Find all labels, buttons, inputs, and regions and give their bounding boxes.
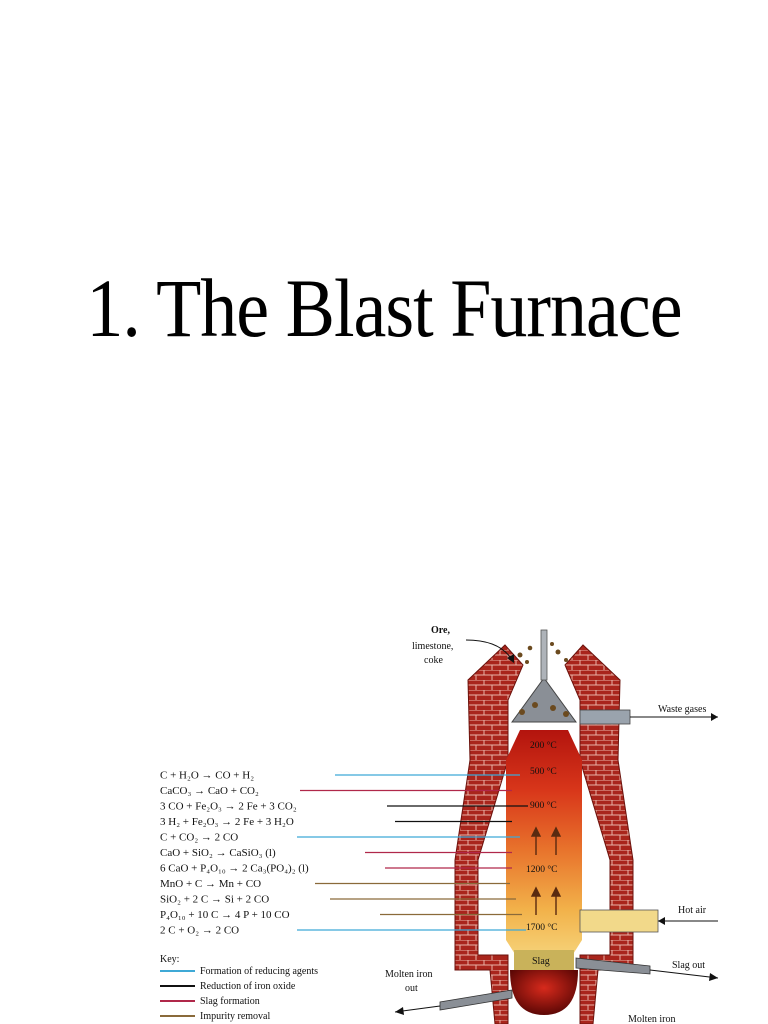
ore-particles xyxy=(517,642,569,717)
temp-1700: 1700 °C xyxy=(526,922,558,933)
temp-900: 900 °C xyxy=(530,800,557,811)
brick-wall-left xyxy=(454,644,524,1024)
temp-500: 500 °C xyxy=(530,766,557,777)
hot-air-label: Hot air xyxy=(678,905,707,916)
slag-layer xyxy=(514,950,574,970)
reaction-equation: 6 CaO + P₄O₁₀ → 2 Ca₃(PO₄)₂ (l) xyxy=(160,863,309,875)
reaction-equation: MnO + C → Mn + CO xyxy=(160,878,261,890)
key-item-label: Impurity removal xyxy=(200,1011,270,1022)
furnace-interior xyxy=(506,730,582,970)
reaction-equation: P₄O₁₀ + 10 C → 4 P + 10 CO xyxy=(160,909,290,921)
ore-label: Ore, xyxy=(431,625,450,636)
key-item-label: Formation of reducing agents xyxy=(200,966,318,977)
temp-1200: 1200 °C xyxy=(526,864,558,875)
slag-out-pipe xyxy=(575,957,651,975)
hot-air-pipe xyxy=(579,909,659,933)
key-title: Key: xyxy=(160,954,179,965)
key-item-label: Reduction of iron oxide xyxy=(200,981,296,992)
molten-iron-out-label: Molten iron xyxy=(385,969,433,980)
key-item-label: Slag formation xyxy=(200,996,260,1007)
slag-label: Slag xyxy=(532,956,550,967)
rising-gas-arrows xyxy=(530,826,562,915)
reaction-list: C + H₂O → CO + H₂ CaCO₃ → CaO + CO₂ 3 CO +… xyxy=(160,770,528,937)
waste-gas-pipe xyxy=(579,709,631,725)
iron-out-pipe xyxy=(439,989,513,1011)
temp-200: 200 °C xyxy=(530,740,557,751)
limestone-label: limestone, xyxy=(412,641,453,652)
molten-iron-out-label-2: out xyxy=(405,983,418,994)
reaction-equation: 3 H₂ + Fe₂O₃ → 2 Fe + 3 H₂O xyxy=(160,816,294,828)
molten-iron-label: Molten iron xyxy=(628,1014,676,1024)
reaction-equation: 3 CO + Fe₂O₃ → 2 Fe + 3 CO₂ xyxy=(160,801,297,813)
coke-label: coke xyxy=(424,655,443,666)
slide-title: 1. The Blast Furnace xyxy=(86,263,682,355)
reaction-equation: SiO₂ + 2 C → Si + 2 CO xyxy=(160,894,269,906)
reaction-equation: CaO + SiO₂ → CaSiO₃ (l) xyxy=(160,847,276,859)
waste-gases-label: Waste gases xyxy=(658,704,706,715)
reaction-equation: CaCO₃ → CaO + CO₂ xyxy=(160,785,259,797)
molten-iron-pool xyxy=(510,970,578,1015)
slag-out-label: Slag out xyxy=(672,960,705,971)
reaction-equation: C + CO₂ → 2 CO xyxy=(160,832,238,844)
key-legend: Key: Formation of reducing agentsReductio… xyxy=(160,954,318,1022)
charging-bell xyxy=(511,677,577,723)
reaction-equation: 2 C + O₂ → 2 CO xyxy=(160,925,239,937)
reaction-equation: C + H₂O → CO + H₂ xyxy=(160,770,254,782)
charging-rod xyxy=(540,629,548,681)
